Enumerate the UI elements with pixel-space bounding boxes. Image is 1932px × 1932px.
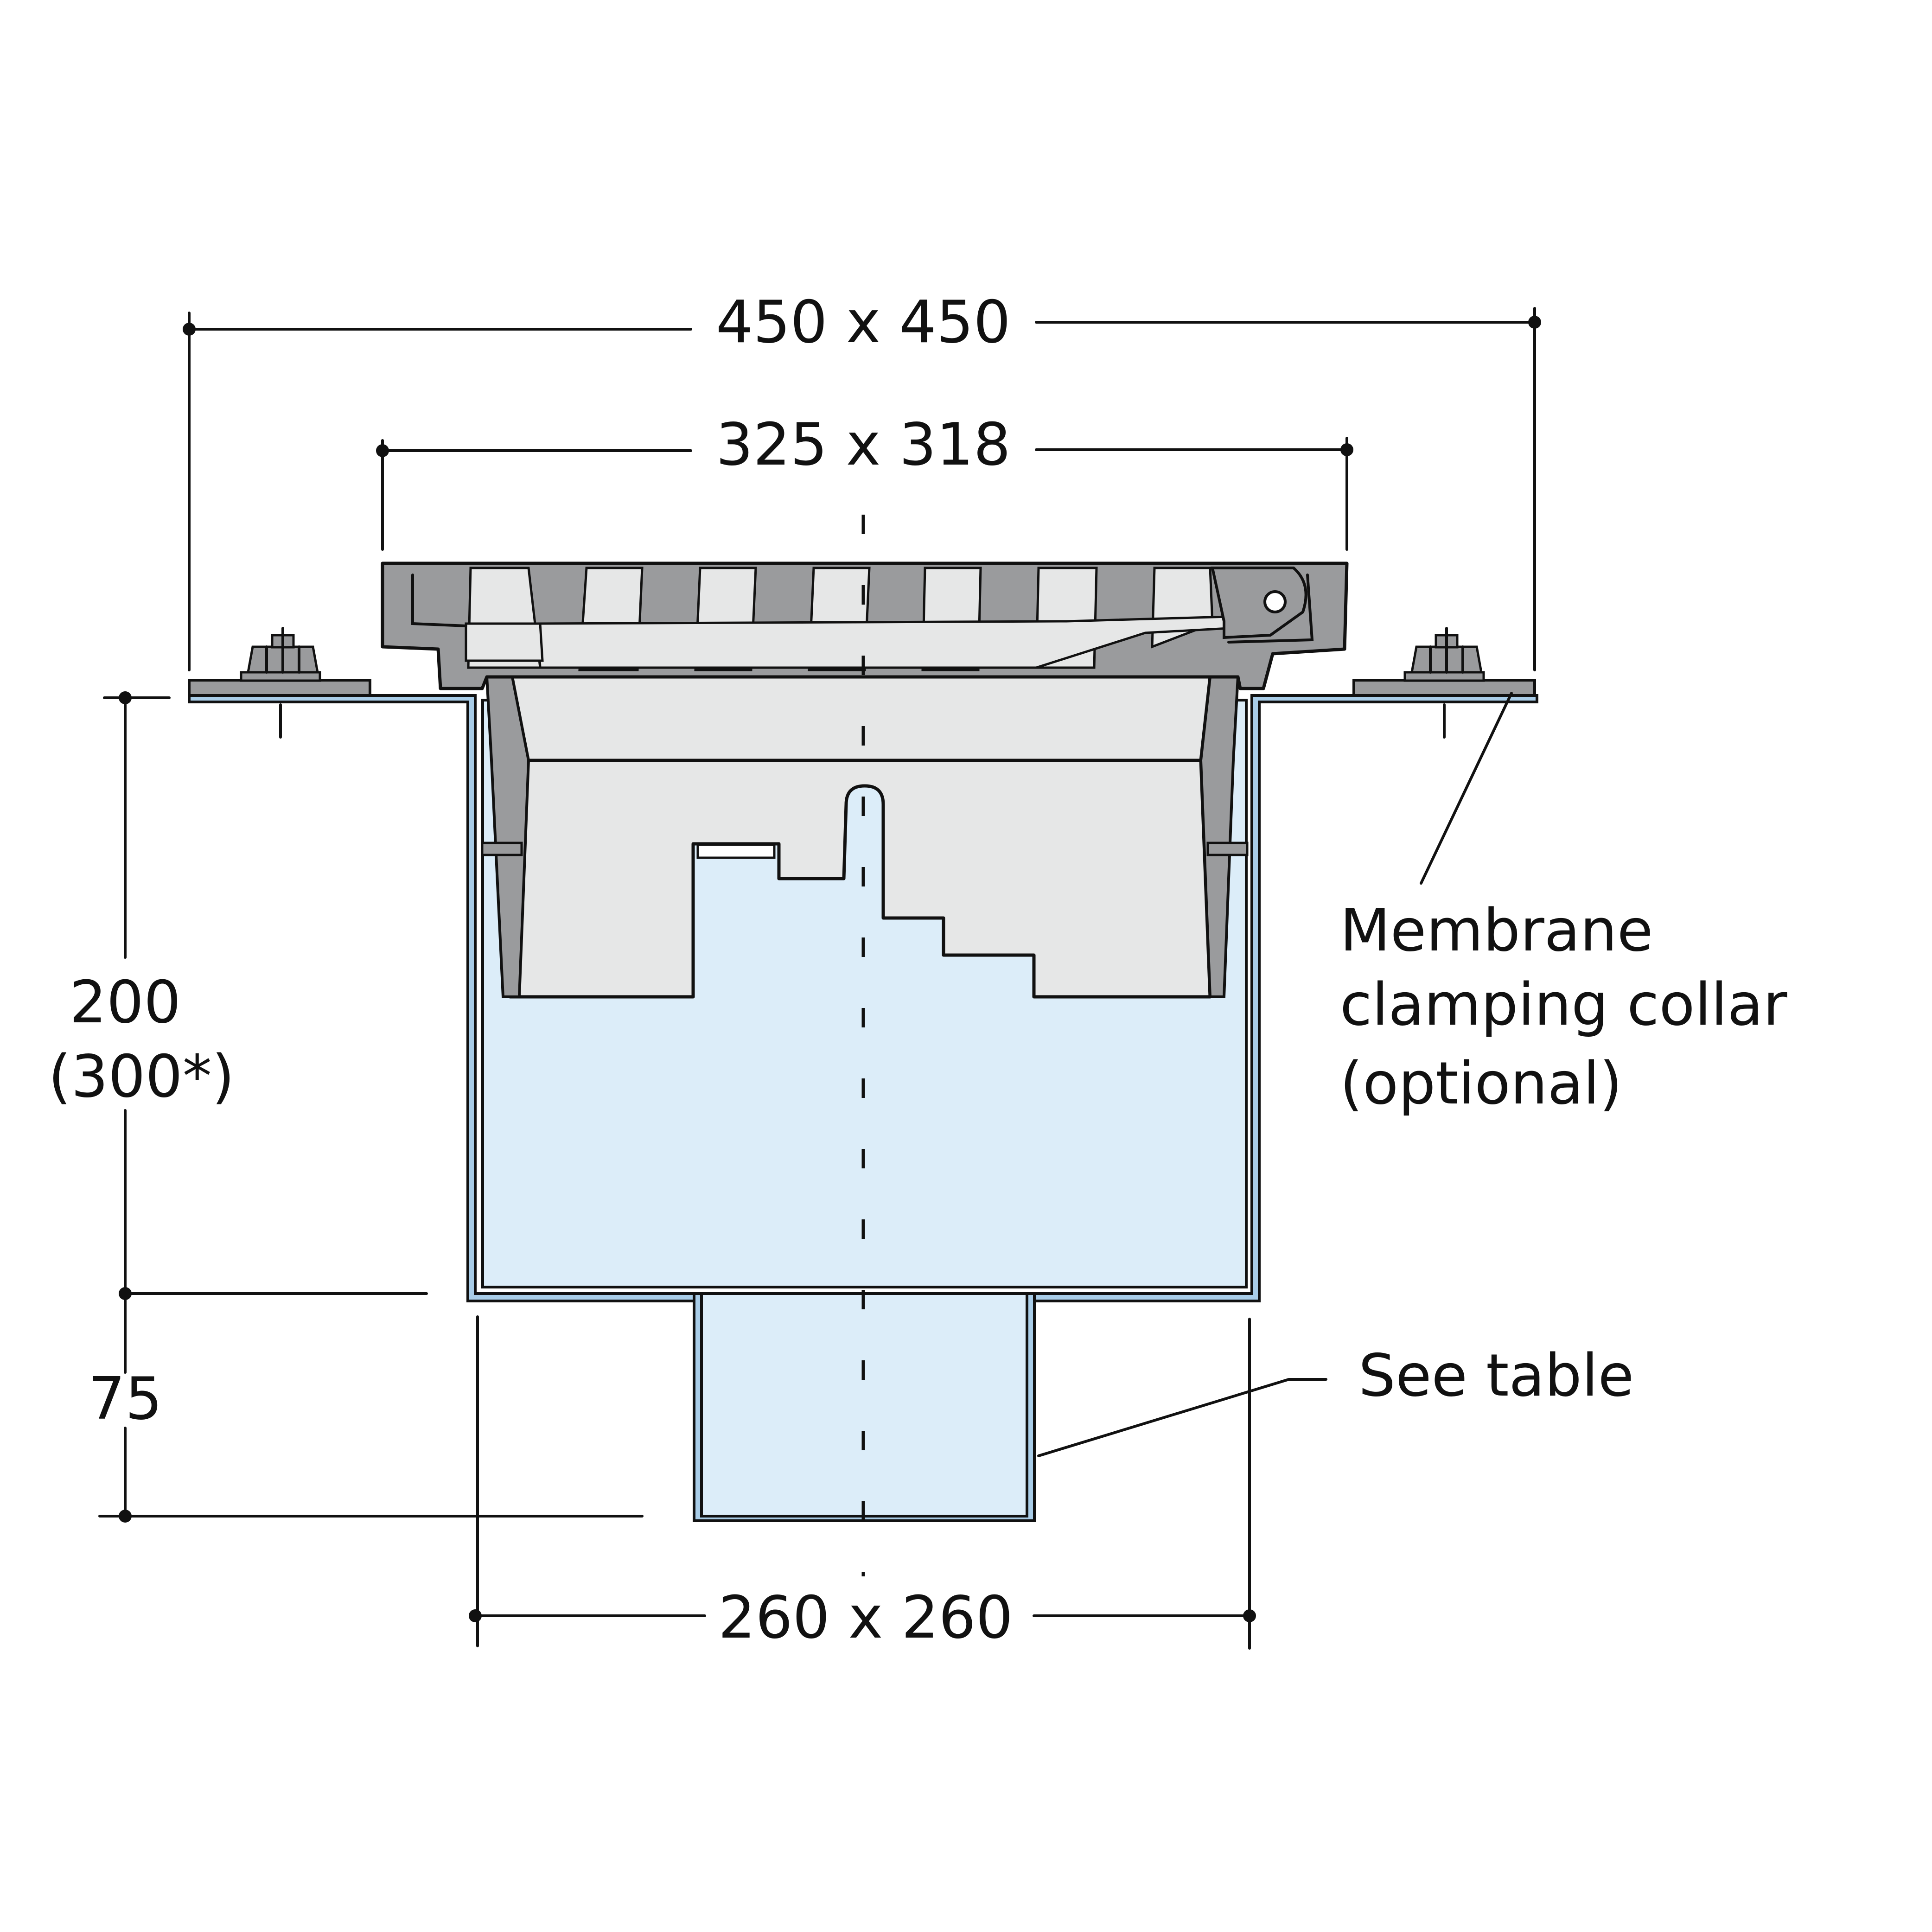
dim-body-width-text: 260 x 260 <box>718 1583 1013 1651</box>
label-collar-line1: Membrane <box>1340 896 1653 964</box>
gully-insert <box>481 675 1249 999</box>
grating-flap-left <box>465 622 544 662</box>
dim-body-height: 200 (300*) <box>48 691 428 1300</box>
outlet-spigot <box>700 1292 1028 1518</box>
bolt-right <box>1403 627 1485 739</box>
dim-body-height-alt-text: (300*) <box>48 1042 235 1110</box>
collar-flange-left <box>188 679 371 697</box>
drain-body <box>188 694 1538 1522</box>
grating-flap <box>536 615 1230 669</box>
hinge-lug <box>1211 567 1307 639</box>
dim-outlet-height-text: 75 <box>88 1365 162 1433</box>
dim-grating-width: 325 x 318 <box>376 410 1353 551</box>
lug-right <box>1206 842 1249 856</box>
dim-overall-width: 450 x 450 <box>183 288 1541 671</box>
dim-body-width: 260 x 260 <box>469 1315 1256 1651</box>
label-see-table-text: See table <box>1358 1341 1634 1409</box>
label-membrane-collar: Membrane clamping collar (optional) <box>1340 692 1787 1117</box>
dim-outlet-height: 75 <box>88 1292 644 1523</box>
hinge-pin <box>1263 590 1287 613</box>
bolt-left <box>240 627 321 739</box>
dim-body-height-text: 200 <box>70 968 181 1036</box>
dim-overall-width-text: 450 x 450 <box>716 288 1011 356</box>
frame-inner-edge <box>411 574 467 627</box>
label-collar-line2: clamping collar <box>1340 970 1787 1039</box>
frame-inner-edge-right <box>1227 574 1314 644</box>
dim-grating-width-text: 325 x 318 <box>716 410 1011 478</box>
lug-left <box>481 842 523 856</box>
label-collar-line3: (optional) <box>1340 1049 1622 1117</box>
body-liner <box>188 694 1538 1302</box>
insert-tray <box>508 675 1212 999</box>
label-see-table: See table <box>1037 1341 1634 1457</box>
collar-flange-right <box>1352 679 1536 697</box>
grating-frame <box>381 561 1349 690</box>
clamping-collar <box>188 627 1536 739</box>
insert-slot <box>696 843 776 859</box>
